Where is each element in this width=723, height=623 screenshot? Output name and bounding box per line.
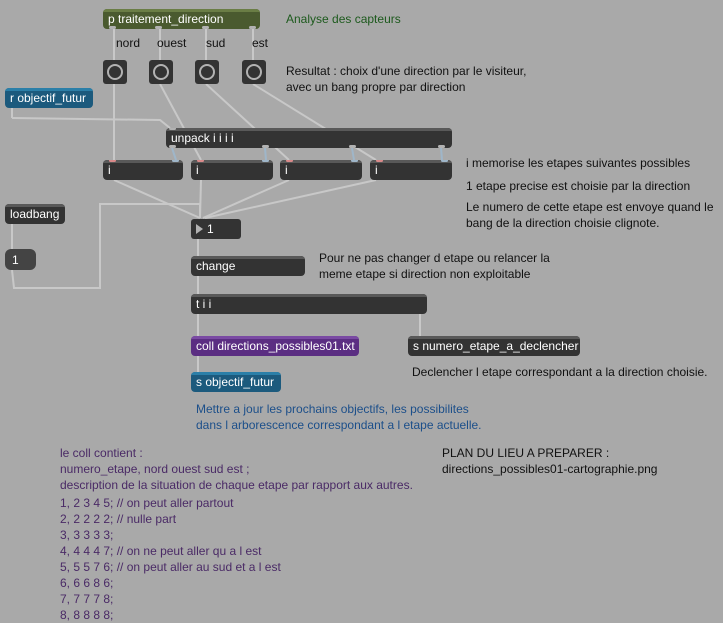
coll-contents-comment: 1, 2 3 4 5; // on peut aller partout 2, … xyxy=(60,496,281,622)
receive-objectif-futur-label: r objectif_futur xyxy=(10,91,87,105)
int-object-nord[interactable]: i xyxy=(103,160,183,180)
bang-ouest[interactable] xyxy=(149,60,173,84)
outlet[interactable] xyxy=(349,145,356,148)
trigger-object[interactable]: t i i xyxy=(191,294,427,314)
bang-icon xyxy=(246,64,262,80)
traitement-direction-subpatch[interactable]: p traitement_direction xyxy=(103,9,260,29)
int-object-sud[interactable]: i xyxy=(280,160,362,180)
inlet[interactable] xyxy=(351,160,358,162)
int-object-ouest[interactable]: i xyxy=(191,160,273,180)
pour-ne-pas-comment: Pour ne pas changer d etape ou relancer … xyxy=(319,251,550,281)
int-label: i xyxy=(375,163,378,177)
inlet[interactable] xyxy=(376,160,383,162)
send-numero-etape[interactable]: s numero_etape_a_declencher xyxy=(408,336,580,356)
int-object-est[interactable]: i xyxy=(370,160,452,180)
trigger-label: t i i xyxy=(196,297,212,311)
inlet[interactable] xyxy=(172,160,179,162)
int-label: i xyxy=(196,163,199,177)
send-numero-etape-label: s numero_etape_a_declencher xyxy=(413,339,579,353)
coll-label: coll directions_possibles01.txt xyxy=(196,339,355,353)
inlet[interactable] xyxy=(441,160,448,162)
send-objectif-futur-label: s objectif_futur xyxy=(196,375,275,389)
analyse-comment: Analyse des capteurs xyxy=(286,12,401,26)
receive-objectif-futur[interactable]: r objectif_futur xyxy=(5,88,93,108)
inlet[interactable] xyxy=(262,160,269,162)
loadbang-object[interactable]: loadbang xyxy=(5,204,65,224)
bang-icon xyxy=(153,64,169,80)
traitement-direction-label: p traitement_direction xyxy=(108,12,224,26)
number-arrow-icon xyxy=(196,224,203,234)
direction-label-ouest: ouest xyxy=(157,36,187,50)
inlet[interactable] xyxy=(109,160,116,162)
coll-contient-comment: le coll contient : numero_etape, nord ou… xyxy=(60,446,413,492)
direction-label-nord: nord xyxy=(116,36,141,50)
outlet[interactable] xyxy=(169,145,176,148)
change-label: change xyxy=(196,259,236,273)
unpack-label: unpack i i i i xyxy=(171,131,234,145)
bang-icon xyxy=(107,64,123,80)
number-box[interactable]: 1 xyxy=(191,219,241,239)
bang-icon xyxy=(199,64,215,80)
resultat-comment: Resultat : choix d'une direction par le … xyxy=(286,64,527,94)
unpack-object[interactable]: unpack i i i i xyxy=(166,128,452,148)
outlet[interactable] xyxy=(438,145,445,148)
send-objectif-futur[interactable]: s objectif_futur xyxy=(191,372,281,392)
etape-precise-comment: 1 etape precise est choisie par la direc… xyxy=(466,179,691,193)
bang-nord[interactable] xyxy=(103,60,127,84)
number-box-value: 1 xyxy=(207,222,214,236)
message-box-one[interactable]: 1 xyxy=(5,249,36,270)
loadbang-label: loadbang xyxy=(10,207,60,221)
coll-object[interactable]: coll directions_possibles01.txt xyxy=(191,336,359,356)
bang-sud[interactable] xyxy=(195,60,219,84)
inlet[interactable] xyxy=(286,160,293,162)
outlet[interactable] xyxy=(249,26,256,29)
outlet[interactable] xyxy=(109,26,116,29)
outlet[interactable] xyxy=(202,26,209,29)
change-object[interactable]: change xyxy=(191,256,305,276)
numero-envoye-comment: Le numero de cette etape est envoye quan… xyxy=(466,200,714,230)
direction-label-est: est xyxy=(252,36,269,50)
memorise-comment: i memorise les etapes suivantes possible… xyxy=(466,156,691,170)
plan-comment: PLAN DU LIEU A PREPARER : directions_pos… xyxy=(442,446,658,476)
message-value: 1 xyxy=(12,253,19,267)
bang-est[interactable] xyxy=(242,60,266,84)
outlet[interactable] xyxy=(262,145,269,148)
mettre-a-jour-comment: Mettre a jour les prochains objectifs, l… xyxy=(196,402,482,432)
int-label: i xyxy=(285,163,288,177)
inlet[interactable] xyxy=(169,128,176,130)
declencher-comment: Declencher l etape correspondant a la di… xyxy=(412,365,708,379)
inlet[interactable] xyxy=(197,160,204,162)
direction-label-sud: sud xyxy=(206,36,226,50)
outlet[interactable] xyxy=(155,26,162,29)
int-label: i xyxy=(108,163,111,177)
